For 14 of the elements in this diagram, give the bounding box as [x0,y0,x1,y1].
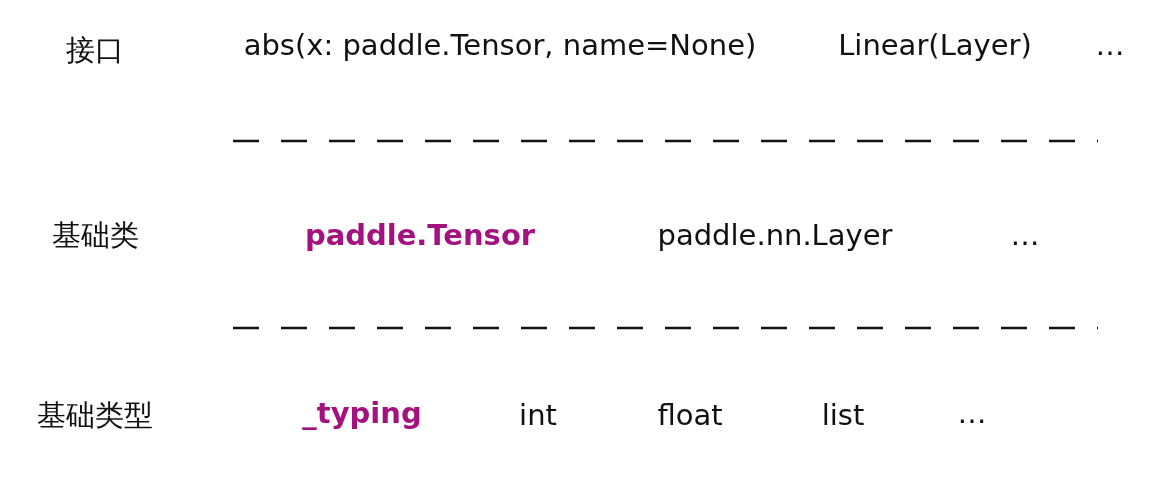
row-heading: 基础类 [51,217,139,253]
ellipsis: … [957,395,987,431]
row-heading: 接口 [66,32,124,68]
code-text: _typing [302,395,422,431]
code-text: paddle.Tensor [304,217,536,253]
code-text: Linear(Layer) [838,27,1032,63]
code-text: abs(x: paddle.Tensor, name=None) [243,27,757,63]
ellipsis: … [1010,217,1040,253]
code-text: int [519,397,557,433]
row-heading: 基础类型 [37,397,153,433]
code-text: paddle.nn.Layer [657,217,893,253]
code-text: float [657,397,723,433]
code-text: list [821,397,865,433]
ellipsis: … [1095,27,1125,63]
